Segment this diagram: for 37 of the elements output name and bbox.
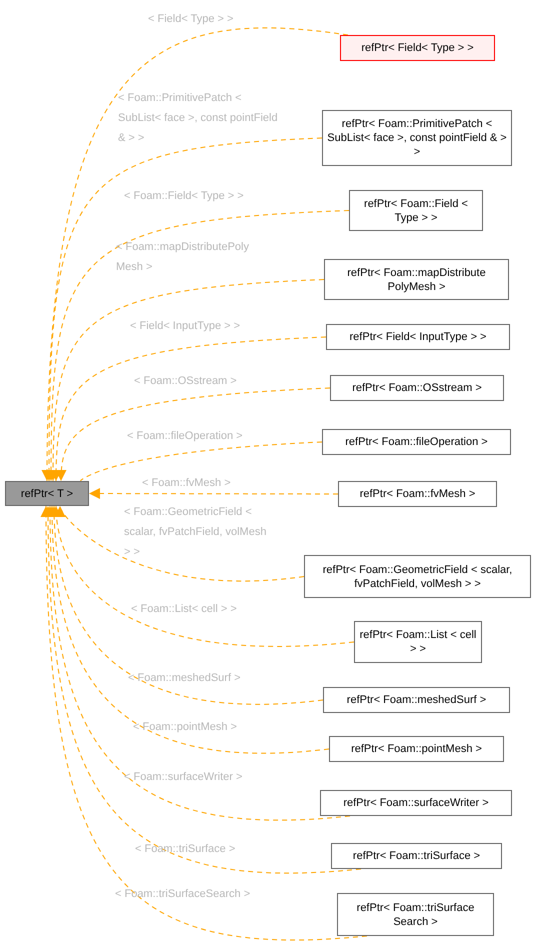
edge-label: < Foam::mapDistributePoly Mesh > [116,240,250,275]
class-box: refPtr< Field< Type > > [340,35,495,61]
dashed-arrow [80,442,322,482]
class-box: refPtr< Foam::triSurface Search > [337,893,494,936]
edge-label: < Foam::surfaceWriter > [124,770,244,785]
edge-label: < Foam::fileOperation > [127,429,244,444]
edge-label: < Field< Type > > [148,12,234,27]
edge-label: < Foam::GeometricField < scalar, fvPatchField, volMesh > > [124,505,268,560]
class-box: refPtr< Foam::fvMesh > [338,481,497,507]
class-box: refPtr< Foam::mapDistribute PolyMesh > [324,259,509,300]
dashed-arrow [58,506,304,582]
edge-label: < Foam::OSstream > [134,374,238,389]
class-box: refPtr< Foam::meshedSurf > [323,687,510,713]
class-box: refPtr< Foam::List < cell > > [354,621,482,663]
class-box: refPtr< T > [5,481,89,506]
class-box: refPtr< Field< InputType > > [326,324,510,350]
edge-label: < Foam::List< cell > > [131,602,238,617]
class-box: refPtr< Foam::PrimitivePatch < SubList< face >, const pointField & > > [322,110,512,166]
class-box: refPtr< Foam::Field < Type > > [349,190,483,231]
dashed-arrow [56,388,330,482]
class-box: refPtr< Foam::fileOperation > [322,429,511,455]
class-box: refPtr< Foam::GeometricField < scalar, fvPatchField, volMesh > > [304,555,531,598]
edge-label: < Foam::PrimitivePatch < SubList< face >, const pointField & > > [118,91,278,146]
edge-label: < Foam::triSurfaceSearch > [115,887,252,902]
class-box: refPtr< Foam::OSstream > [330,375,504,401]
edge-label: < Foam::pointMesh > [133,720,238,735]
edge-label: < Foam::meshedSurf > [128,671,242,686]
class-box: refPtr< Foam::triSurface > [331,843,502,869]
class-box: refPtr< Foam::pointMesh > [329,736,504,762]
dashed-arrow [42,28,348,482]
dashed-arrow [88,488,338,500]
dashed-arrow [40,506,368,940]
edge-label: < Foam::Field< Type > > [124,189,245,204]
edge-label: < Field< InputType > > [130,319,242,334]
edge-label: < Foam::fvMesh > [142,476,232,491]
edge-label: < Foam::triSurface > [135,842,236,857]
class-box: refPtr< Foam::surfaceWriter > [320,790,512,816]
